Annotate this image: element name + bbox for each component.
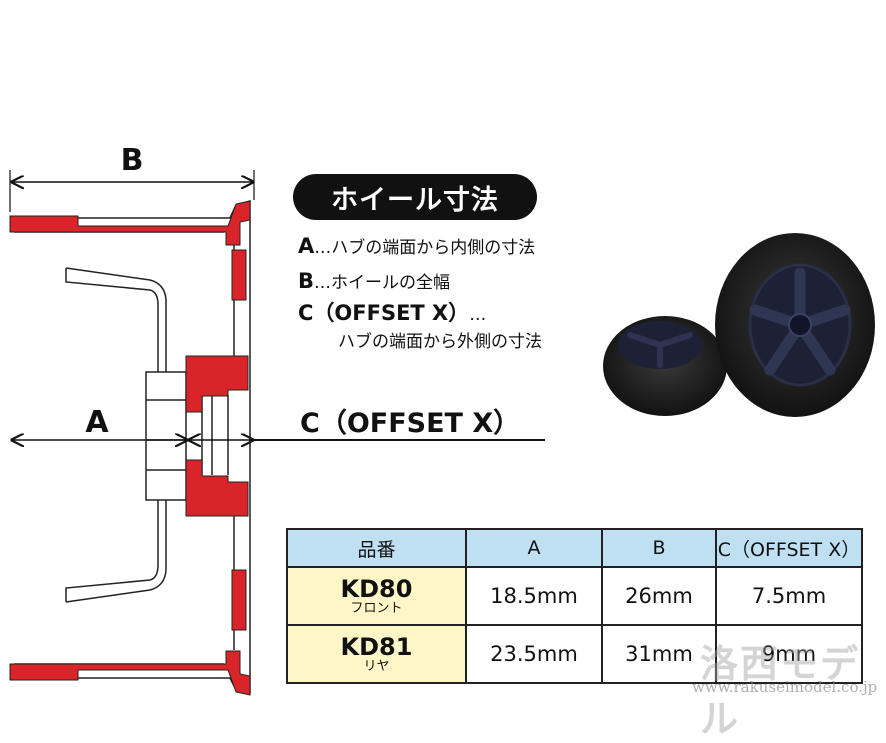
value-b: 31mm — [601, 624, 717, 684]
wheel-cut-section — [9, 200, 251, 696]
legend-a-key: A — [298, 234, 315, 258]
legend-a-text: …ハブの端面から内側の寸法 — [314, 238, 536, 258]
legend-b-text: …ホイールの全幅 — [314, 273, 451, 293]
header-a: A — [465, 528, 603, 568]
wheel-profile — [10, 200, 251, 694]
model-cell: KD81 リヤ — [286, 624, 467, 684]
table-row: KD80 フロント 18.5mm 26mm 7.5mm — [286, 566, 863, 626]
model-position: フロント — [350, 600, 403, 616]
table-row: KD81 リヤ 23.5mm 31mm 9mm — [286, 624, 863, 684]
legend-a: A…ハブの端面から内側の寸法 — [298, 233, 535, 258]
value-b: 26mm — [601, 566, 717, 626]
header-b: B — [601, 528, 717, 568]
table-header-row: 品番 A B C（OFFSET X） — [286, 528, 863, 568]
value-a: 23.5mm — [465, 624, 603, 684]
value-a: 18.5mm — [465, 566, 603, 626]
value-c: 9mm — [715, 624, 863, 684]
value-c: 7.5mm — [715, 566, 863, 626]
dimension-b-label: B — [121, 143, 144, 178]
dimension-c-label: C（OFFSET X） — [300, 408, 520, 439]
dimension-a-label: A — [85, 405, 109, 440]
header-c: C（OFFSET X） — [715, 528, 863, 568]
wheel-cross-section-diagram: B A C（OFFSET X） — [9, 143, 875, 696]
section-title: ホイール寸法 — [293, 174, 537, 220]
spec-table: 品番 A B C（OFFSET X） KD80 フロント 18.5mm 26mm… — [286, 528, 863, 684]
model-position: リヤ — [363, 658, 390, 674]
wheel-photo — [603, 233, 875, 417]
model-code: KD80 — [340, 574, 413, 603]
legend-c: C（OFFSET X）… — [298, 297, 486, 327]
legend-c-description: ハブの端面から外側の寸法 — [338, 332, 542, 352]
header-part-number: 品番 — [286, 528, 467, 568]
legend-b-key: B — [298, 269, 315, 293]
model-code: KD81 — [340, 632, 413, 661]
legend-c-text: … — [469, 305, 487, 325]
model-cell: KD80 フロント — [286, 566, 467, 626]
watermark-url: www.rakuseimodel.co.jp — [692, 678, 878, 696]
legend-c-key: C（OFFSET X） — [298, 301, 470, 325]
legend-b: B…ホイールの全幅 — [298, 268, 450, 293]
